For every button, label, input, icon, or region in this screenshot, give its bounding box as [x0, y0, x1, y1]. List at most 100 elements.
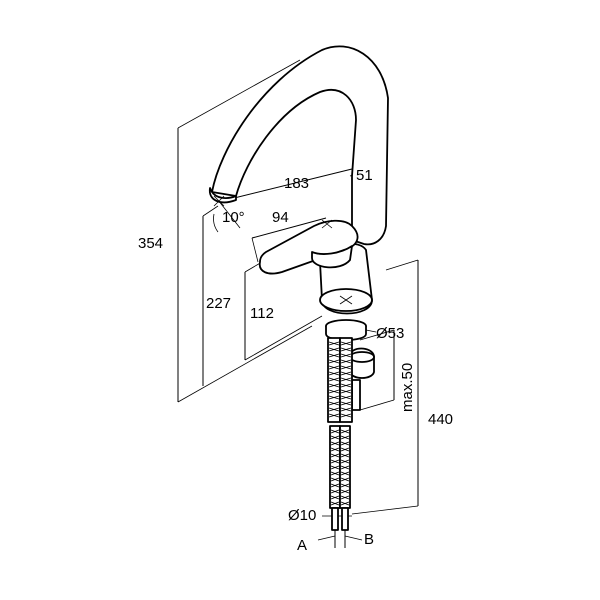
ext-line-max50-top	[359, 329, 395, 341]
dimension-labels: 354 183 51 94 10° 227 112 Ø53 max.50 440…	[138, 167, 453, 554]
ext-line-227-top	[202, 205, 219, 217]
hose-braid-stroke	[340, 377, 352, 382]
hose-braid-stroke	[340, 429, 350, 434]
label-183: 183	[284, 175, 309, 192]
ext-line-94-left	[251, 237, 259, 263]
hose-braid-stroke	[340, 389, 352, 394]
faucet-spout	[208, 45, 389, 246]
hose-braid-stroke	[340, 483, 350, 488]
spout-body	[211, 45, 389, 246]
label-hose-a: A	[297, 537, 307, 554]
lever-handle[interactable]	[258, 219, 359, 275]
hose-braid-stroke	[328, 413, 340, 418]
hose-braid-stroke	[330, 459, 340, 464]
hose-braid-stroke	[340, 371, 352, 376]
hose-braid-stroke	[330, 429, 340, 434]
hose-braid-stroke	[340, 465, 350, 470]
label-diameter-10: Ø10	[288, 507, 316, 524]
dim-line-94	[251, 217, 327, 239]
dim-line-183	[217, 167, 357, 203]
ext-line-354-top	[177, 59, 301, 129]
hose-braid-stroke	[340, 341, 352, 346]
label-hose-b: B	[364, 531, 374, 548]
hose-b-lower	[339, 425, 351, 509]
braided-hoses	[317, 337, 363, 548]
hose-braid-stroke	[328, 407, 340, 412]
hose-braid-stroke	[340, 383, 352, 388]
hose-braid-stroke	[340, 501, 350, 506]
hose-braid-stroke	[340, 453, 350, 458]
handle-center-mark	[321, 219, 333, 229]
hose-braid-stroke	[330, 477, 340, 482]
hose-braid-stroke	[340, 495, 350, 500]
hose-braid-stroke	[340, 447, 350, 452]
leader-b	[344, 535, 363, 541]
hose-braid-stroke	[328, 365, 340, 370]
hose-braid-stroke	[340, 365, 352, 370]
label-51: 51	[356, 167, 373, 184]
hose-braid-stroke	[340, 471, 350, 476]
hose-braid-stroke	[330, 447, 340, 452]
hose-braid-stroke	[340, 353, 352, 358]
dim-arc-10deg	[213, 213, 219, 233]
hose-a-lower	[329, 425, 341, 509]
hose-braid-stroke	[340, 401, 352, 406]
mounting-stud	[351, 379, 361, 411]
label-227: 227	[206, 295, 231, 312]
hose-braid-stroke	[340, 477, 350, 482]
hose-braid-stroke	[340, 489, 350, 494]
hose-braid-stroke	[328, 359, 340, 364]
hose-braid-stroke	[330, 471, 340, 476]
hose-braid-stroke	[330, 465, 340, 470]
hose-braid-stroke	[328, 389, 340, 394]
label-440: 440	[428, 411, 453, 428]
hose-braid-pattern	[328, 341, 352, 506]
fitting-a	[331, 507, 339, 531]
hose-braid-stroke	[330, 441, 340, 446]
label-94: 94	[272, 209, 289, 226]
hose-braid-stroke	[328, 353, 340, 358]
label-max50: max.50	[399, 363, 416, 412]
hose-braid-stroke	[328, 401, 340, 406]
outlet-mark-2	[213, 195, 225, 207]
label-354: 354	[138, 235, 163, 252]
hose-braid-stroke	[328, 341, 340, 346]
hose-braid-stroke	[340, 407, 352, 412]
hose-braid-stroke	[330, 453, 340, 458]
faucet-body	[258, 219, 373, 341]
hose-braid-stroke	[328, 377, 340, 382]
fitting-b	[341, 507, 349, 531]
ext-line-max50-bottom	[359, 399, 395, 411]
hose-braid-stroke	[340, 459, 350, 464]
hose-braid-stroke	[340, 395, 352, 400]
body-center-mark	[339, 295, 353, 305]
hose-braid-stroke	[330, 489, 340, 494]
hose-braid-stroke	[328, 383, 340, 388]
clamp-top	[349, 351, 375, 363]
hose-braid-stroke	[340, 413, 352, 418]
hose-braid-stroke	[340, 441, 350, 446]
leader-a	[317, 535, 336, 541]
hose-braid-stroke	[340, 359, 352, 364]
hose-braid-stroke	[330, 483, 340, 488]
mounting-hardware	[349, 347, 375, 411]
hose-braid-stroke	[328, 347, 340, 352]
hose-braid-stroke	[330, 435, 340, 440]
hose-braid-stroke	[330, 501, 340, 506]
label-10deg: 10°	[222, 209, 245, 226]
label-112: 112	[250, 305, 274, 322]
label-diameter-53: Ø53	[376, 325, 404, 342]
hose-braid-stroke	[340, 347, 352, 352]
ext-line-112-bottom	[244, 315, 323, 361]
hose-b-upper	[339, 337, 353, 423]
ext-line-354-bottom	[177, 325, 313, 403]
hose-braid-stroke	[328, 371, 340, 376]
ext-line-10deg	[217, 199, 241, 229]
hose-braid-stroke	[330, 495, 340, 500]
hose-braid-stroke	[340, 435, 350, 440]
handle-cartridge	[311, 245, 353, 269]
hose-braid-stroke	[328, 395, 340, 400]
ext-line-440-top	[385, 259, 419, 271]
